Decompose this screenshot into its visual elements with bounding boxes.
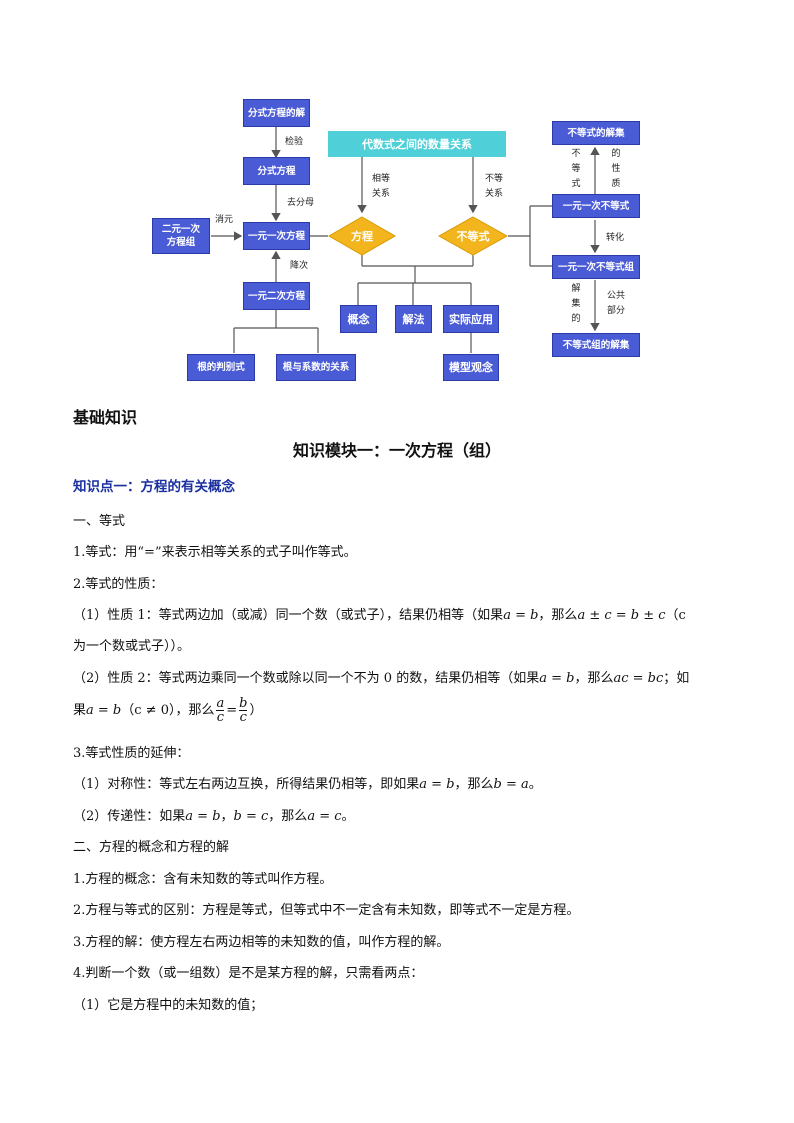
math-b-eq-c: b = c — [233, 809, 269, 824]
transitivity-then: ，那么 — [268, 809, 308, 824]
period: 。 — [528, 777, 542, 792]
paragraph-judge-solution: 4.判断一个数（或一组数）是不是某方程的解，只需看两点： — [73, 966, 424, 981]
diamond-shape-icon — [438, 216, 508, 256]
transitivity-text: （2）传递性：如果 — [73, 809, 186, 824]
inequality-properties-left-label: 不等式 — [571, 149, 581, 189]
transform-label: 转化 — [606, 233, 625, 243]
unequal-relation-label: 不等关系 — [484, 174, 503, 199]
algebraic-relation-box: 代数式之间的数量关系 — [328, 131, 506, 157]
math-b-eq-a: b = a — [493, 777, 529, 792]
property-1-text: （1）性质 1：等式两边加（或减）同一个数（或式子），结果仍相等（如果 — [73, 608, 504, 623]
solution-set-left-label: 解集的 — [571, 284, 581, 324]
equal-relation-label: 相等关系 — [371, 174, 390, 199]
inequality-label: 不等式 — [456, 230, 490, 243]
linear-system-box: 二元一次方程组 — [152, 218, 210, 254]
equation-diamond: 方程 — [328, 216, 396, 256]
paragraph-equation-solution: 3.方程的解：使方程左右两边相等的未知数的值，叫作方程的解。 — [73, 935, 450, 950]
model-box: 模型观念 — [443, 354, 499, 381]
period: 。 — [341, 809, 355, 824]
system-solution-set-box: 不等式组的解集 — [552, 333, 640, 357]
linear-equation-box: 一元一次方程 — [243, 222, 310, 250]
common-part-label: 公共部分 — [606, 291, 625, 316]
equation-label: 方程 — [351, 230, 373, 243]
math-a-eq-b: a = b — [419, 777, 455, 792]
eliminate-label: 消元 — [215, 215, 234, 225]
paragraph-extension: 3.等式性质的延伸： — [73, 746, 190, 761]
property-2-then: ，那么 — [574, 671, 614, 686]
paragraph-judge-point-1: （1）它是方程中的未知数的值； — [73, 998, 264, 1013]
solution-method-box: 解法 — [395, 305, 432, 333]
inequality-solution-set-box: 不等式的解集 — [552, 121, 640, 145]
math-a-eq-c: a = c — [307, 809, 342, 824]
check-label: 检验 — [285, 137, 304, 147]
paragraph-equation-difference: 2.方程与等式的区别：方程是等式，但等式中不一定含有未知数，即等式不一定是方程。 — [73, 903, 580, 918]
paragraph-symmetry: （1）对称性：等式左右两边互换，所得结果仍相等，即如果a = b，那么b = a… — [73, 773, 542, 792]
paragraph-properties: 2.等式的性质： — [73, 577, 164, 592]
fractional-equation-solution-box: 分式方程的解 — [243, 99, 310, 127]
math-a-eq-b: a = b — [503, 608, 539, 623]
remove-denominator-label: 去分母 — [287, 198, 315, 208]
inequality-properties-right-label: 的性质 — [611, 149, 621, 189]
fractional-equation-box: 分式方程 — [243, 157, 310, 185]
symmetry-then: ，那么 — [454, 777, 494, 792]
paragraph-property-2: （2）性质 2：等式两边乘同一个数或除以同一个不为 0 的数，结果仍相等（如果a… — [73, 667, 689, 686]
knowledge-map-diagram: 分式方程的解 检验 分式方程 去分母 一元一次方程 消元 二元一次方程组 降次 … — [0, 0, 794, 390]
section-equation-title: 二、方程的概念和方程的解 — [73, 840, 230, 855]
paragraph-transitivity: （2）传递性：如果a = b，b = c，那么a = c。 — [73, 805, 355, 824]
module-heading: 知识模块一：一次方程（组） — [292, 441, 501, 460]
property-1-c: （c — [665, 608, 686, 623]
close-paren: ） — [249, 703, 263, 718]
quadratic-equation-box: 一元二次方程 — [243, 282, 310, 310]
math-a-pm-c: a ± c = b ± c — [577, 608, 666, 623]
comma: ， — [220, 809, 234, 824]
diamond-shape-icon — [328, 216, 396, 256]
paragraph-property-1-cont: 为一个数或式子））。 — [73, 639, 191, 654]
concept-box: 概念 — [340, 305, 377, 333]
paragraph-equality-def: 1.等式：用“=”来表示相等关系的式子叫作等式。 — [73, 545, 357, 560]
property-2-cont-cond: （c ≠ 0），那么 — [121, 703, 215, 718]
property-2-text: （2）性质 2：等式两边乘同一个数或除以同一个不为 0 的数，结果仍相等（如果 — [73, 671, 540, 686]
knowledge-point-heading: 知识点一：方程的有关概念 — [73, 479, 235, 495]
linear-inequality-system-box: 一元一次不等式组 — [552, 255, 640, 279]
symmetry-text: （1）对称性：等式左右两边互换，所得结果仍相等，即如果 — [73, 777, 420, 792]
property-1-then: ，那么 — [538, 608, 578, 623]
property-2-cont-text: 果 — [73, 703, 87, 718]
discriminant-box: 根的判别式 — [187, 354, 255, 381]
linear-inequality-box: 一元一次不等式 — [552, 194, 640, 218]
math-a-eq-b: a = b — [185, 809, 221, 824]
reduce-degree-label: 降次 — [290, 261, 309, 271]
property-2-if: ；如 — [663, 671, 690, 686]
application-box: 实际应用 — [443, 305, 499, 333]
paragraph-equation-concept: 1.方程的概念：含有未知数的等式叫作方程。 — [73, 872, 333, 887]
math-a-eq-b: a = b — [86, 703, 122, 718]
vieta-box: 根与系数的关系 — [276, 354, 356, 381]
math-a-eq-b: a = b — [539, 671, 575, 686]
basic-knowledge-heading: 基础知识 — [73, 408, 138, 427]
section-equality-title: 一、等式 — [73, 514, 126, 529]
inequality-diamond: 不等式 — [438, 216, 508, 256]
paragraph-property-1: （1）性质 1：等式两边加（或减）同一个数（或式子），结果仍相等（如果a = b… — [73, 604, 686, 623]
math-ac-bc: ac = bc — [613, 671, 664, 686]
